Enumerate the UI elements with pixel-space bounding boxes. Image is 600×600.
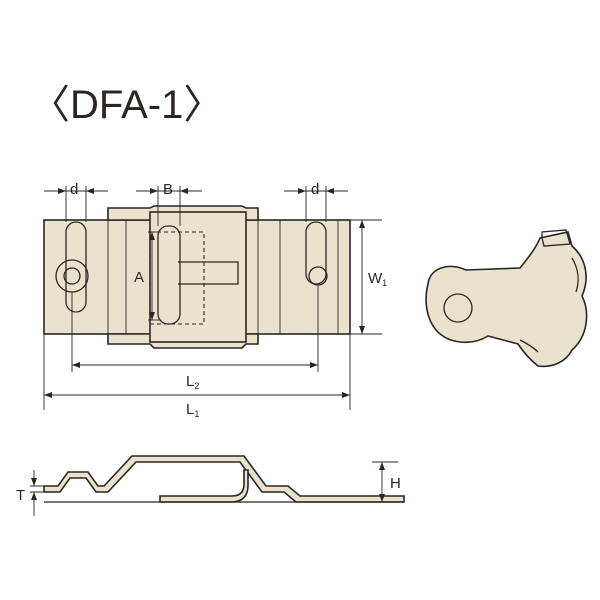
label-b: B — [163, 181, 173, 198]
dim-t: T — [16, 470, 48, 516]
clip-slot — [157, 225, 181, 325]
dim-d-right: d — [284, 181, 348, 222]
isometric-edge — [519, 339, 539, 353]
top-view — [43, 205, 351, 349]
hidden-outline — [149, 231, 205, 325]
tongue — [178, 261, 239, 285]
label-d-right: d — [311, 181, 319, 198]
side-profile — [43, 455, 405, 503]
label-d-left: d — [70, 181, 78, 198]
slot-right — [305, 221, 327, 285]
dim-l2: L2 — [71, 286, 319, 391]
dim-b: B — [136, 181, 202, 226]
isometric-view — [425, 229, 588, 368]
dim-h: H — [372, 461, 401, 503]
side-clip — [159, 469, 249, 503]
hole-right — [308, 266, 328, 286]
dim-d-left: d — [44, 181, 108, 222]
isometric-hole — [443, 293, 473, 323]
label-l2: L2 — [186, 373, 199, 391]
label-w1: W1 — [368, 270, 387, 288]
label-t: T — [16, 487, 25, 504]
label-l1: L1 — [186, 401, 199, 419]
dim-w1: W1 — [350, 219, 387, 335]
isometric-edge — [571, 257, 579, 293]
label-a: A — [134, 269, 144, 286]
dim-l1: L1 — [43, 334, 351, 419]
hole — [63, 267, 81, 285]
isometric-body — [425, 231, 588, 368]
isometric-tab — [541, 229, 571, 247]
label-h: H — [390, 475, 401, 492]
drawing-title: 〈DFA-1〉 — [30, 83, 223, 127]
side-view — [43, 455, 405, 503]
dim-a: A — [134, 231, 160, 321]
